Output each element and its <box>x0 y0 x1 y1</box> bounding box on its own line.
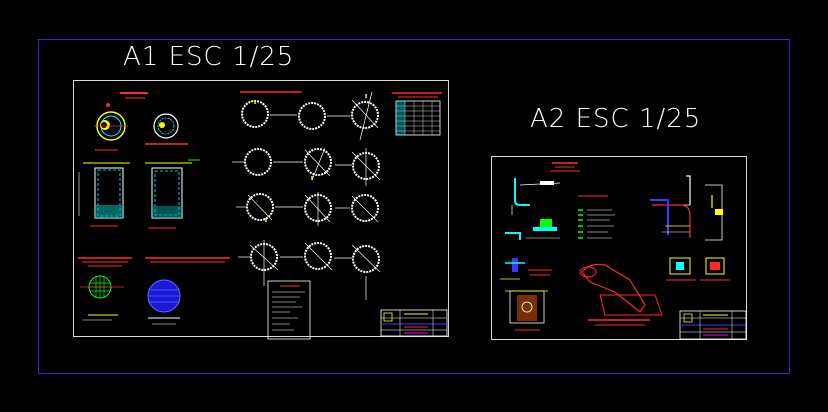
pipe-connection-icon <box>511 178 561 215</box>
paper-space-frame <box>38 39 790 374</box>
a1-title-block-icon <box>380 309 448 337</box>
sheet-a1[interactable] <box>73 80 449 337</box>
a1-table-icon <box>392 92 442 136</box>
manhole-plan-2-icon <box>153 113 179 139</box>
trench-section-icon <box>505 290 548 331</box>
rebar-mesh-icon <box>80 275 124 299</box>
sheet-a2[interactable] <box>491 156 747 340</box>
small-fitting-icons <box>500 219 560 280</box>
a2-legend-icon <box>578 195 615 239</box>
pipe-sections-grid <box>232 91 381 300</box>
elbow-fitting-icon <box>579 263 663 326</box>
sheet-a1-label: A1 ESC 1/25 <box>123 42 295 72</box>
blue-slab-icon <box>147 279 181 325</box>
sheet-a2-label: A2 ESC 1/25 <box>530 104 702 134</box>
a2-details <box>500 162 747 340</box>
a1-top-left-details <box>78 92 230 325</box>
manhole-plan-icon <box>94 103 128 141</box>
valve-box-icons <box>666 257 730 281</box>
manhole-elevation-2-icon <box>145 159 200 229</box>
manhole-elevation-icon <box>78 162 130 227</box>
a2-title-block-icon <box>679 310 747 340</box>
a1-notes-box-icon <box>267 280 311 340</box>
fitting-elevation-icon <box>650 175 723 241</box>
